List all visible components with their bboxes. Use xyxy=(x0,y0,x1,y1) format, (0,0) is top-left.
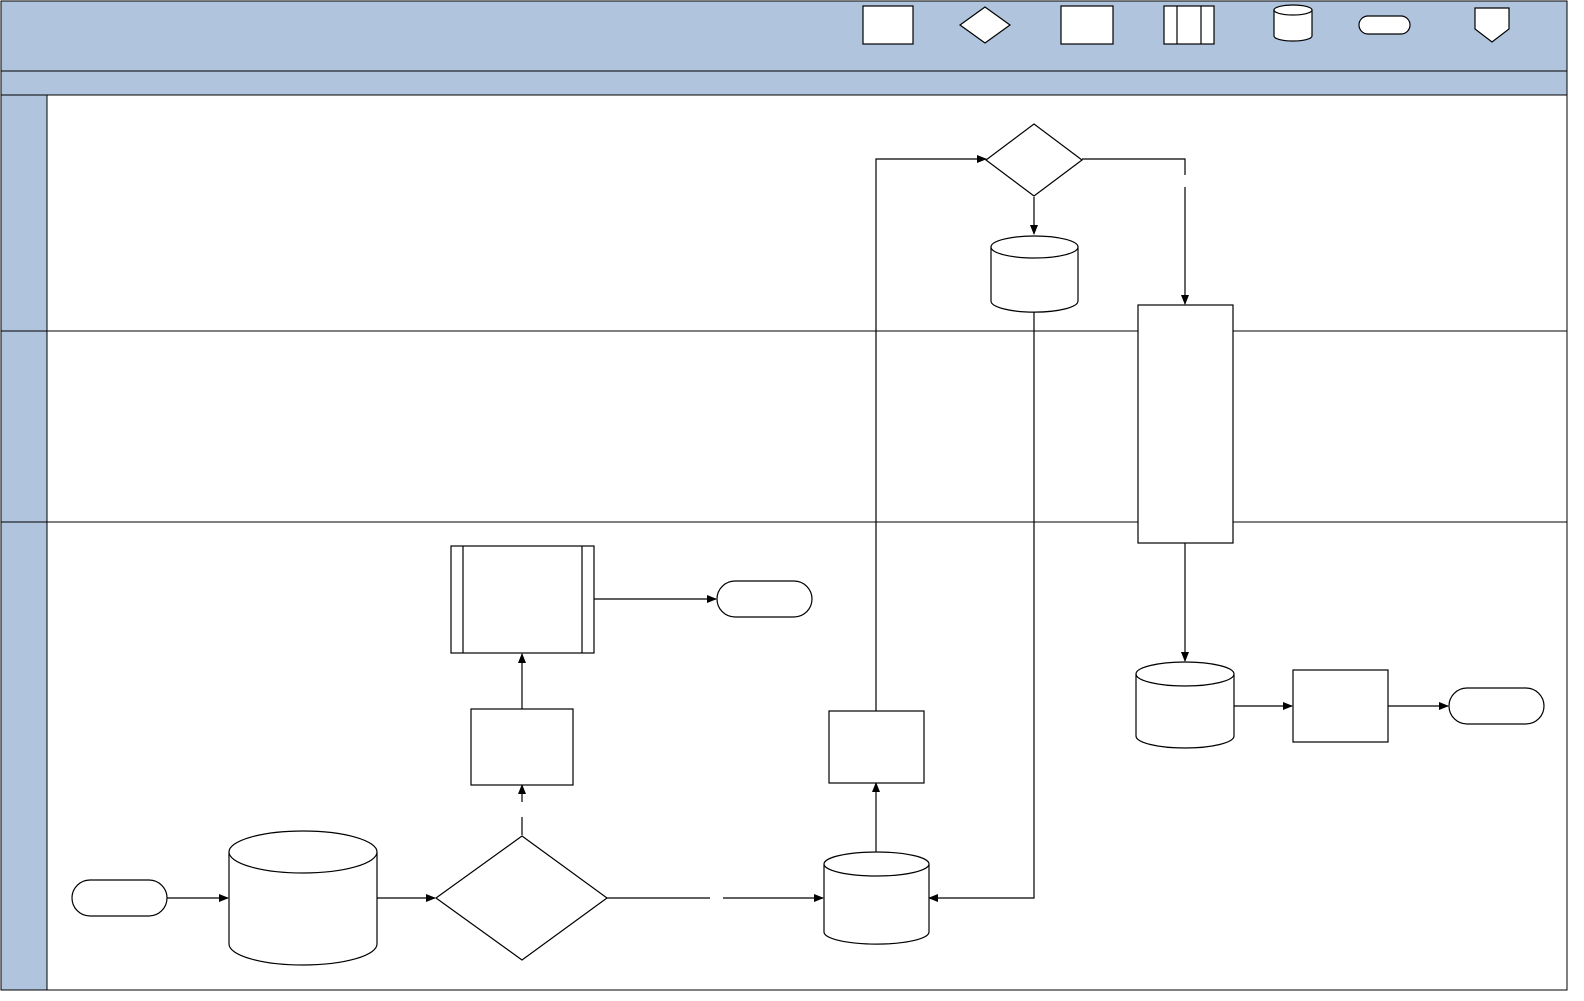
nodes xyxy=(71,123,1545,966)
process-node-center xyxy=(828,710,925,784)
legend-terminator-icon xyxy=(1358,15,1411,35)
database-node-large xyxy=(228,830,378,966)
legend xyxy=(862,4,1510,45)
legend-decision-icon xyxy=(958,6,1012,44)
lane-area-border xyxy=(46,94,1568,991)
subheader-band xyxy=(0,70,1568,96)
decision-node-top xyxy=(985,123,1083,197)
process-node-tall xyxy=(1137,304,1234,544)
edge-decision-top-to-process-tall-a xyxy=(1082,158,1186,175)
decision-node-bottom xyxy=(434,835,609,961)
process-node-right xyxy=(1292,669,1389,743)
database-node-right xyxy=(1135,661,1235,749)
predefined-process-node xyxy=(450,545,595,654)
lane-3-label-cell xyxy=(0,521,48,991)
legend-process-2-icon xyxy=(1060,5,1114,45)
lane-2-label-cell xyxy=(0,330,48,523)
edge-db-top-to-db-bottom xyxy=(928,311,1035,902)
legend-process-icon xyxy=(862,5,914,45)
edge-process-center-to-decision-top xyxy=(875,155,987,711)
header-band xyxy=(0,0,1568,72)
terminator-node-end xyxy=(1448,687,1545,725)
terminator-node-mid xyxy=(716,580,813,618)
connectors xyxy=(167,155,1449,902)
database-node-bottom xyxy=(823,851,930,945)
lane-1-label-cell xyxy=(0,94,48,332)
terminator-node-start xyxy=(71,879,168,917)
database-node-top xyxy=(990,235,1079,313)
legend-off-page-connector-icon xyxy=(1474,7,1510,43)
legend-predefined-process-icon xyxy=(1163,5,1215,45)
legend-database-icon xyxy=(1273,4,1313,42)
process-node-left xyxy=(470,708,574,786)
lane-labels xyxy=(0,94,48,991)
